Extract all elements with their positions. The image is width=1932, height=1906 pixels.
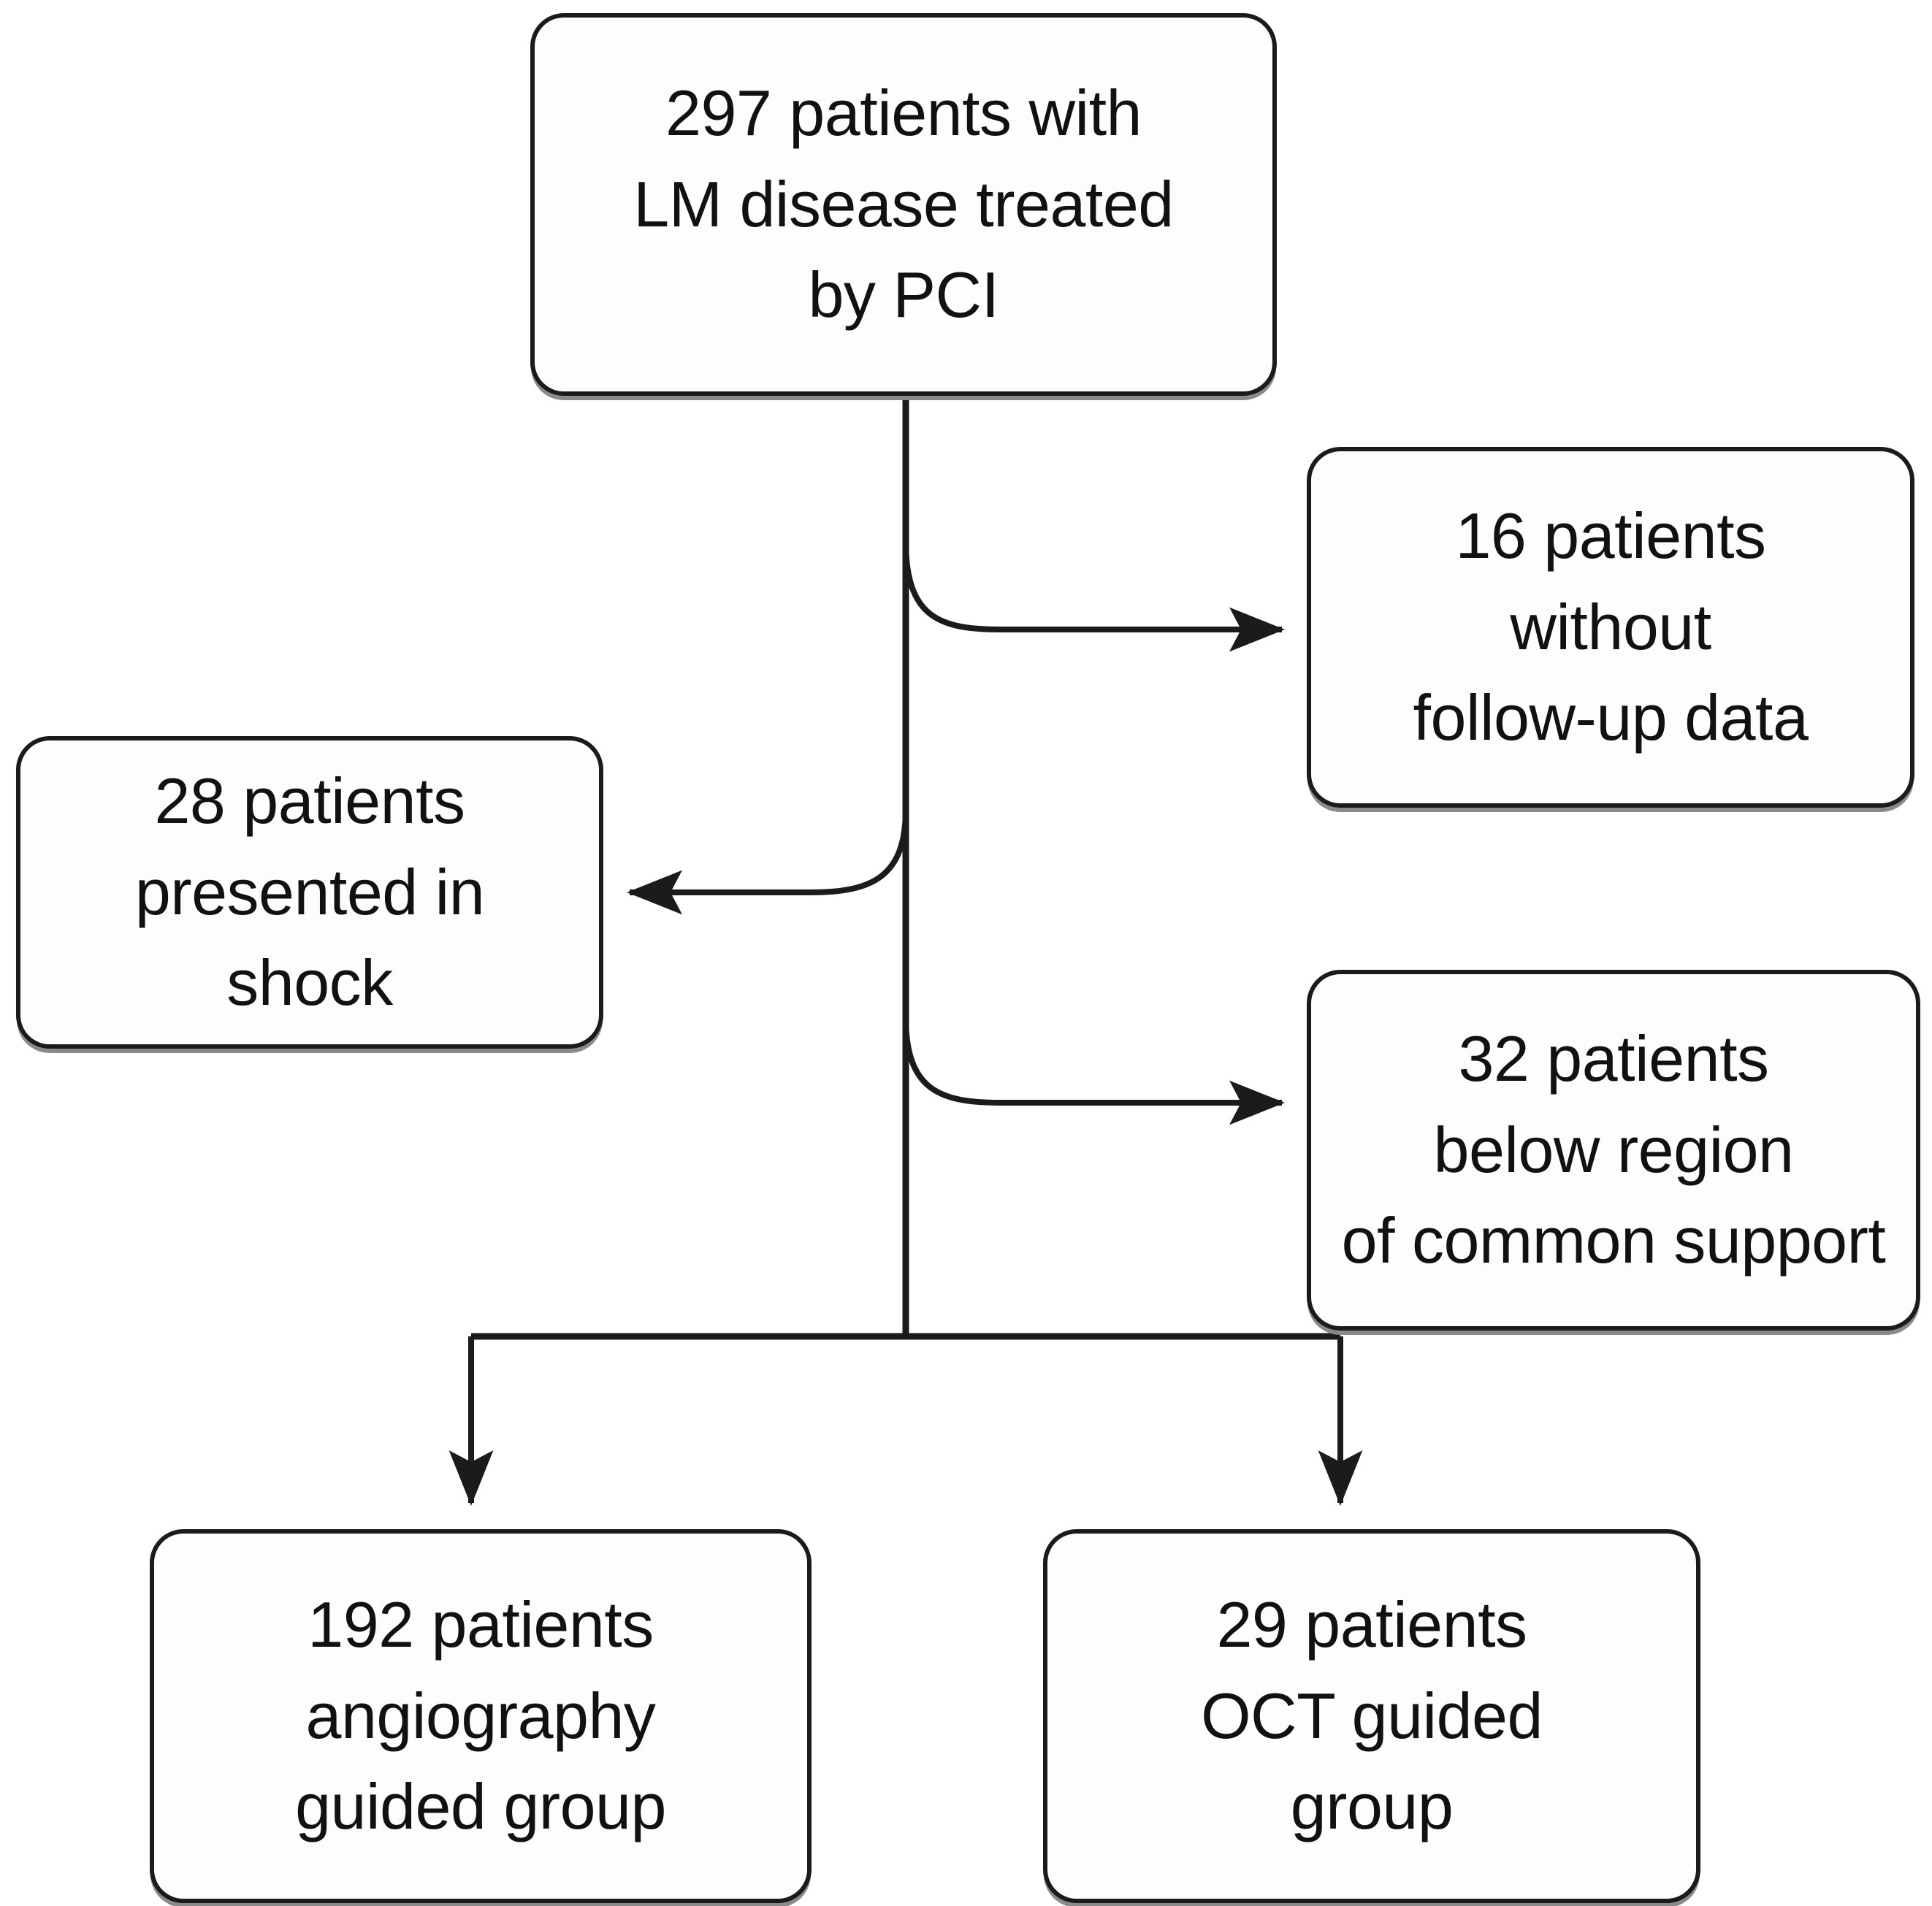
node-excluded-no-followup: 16 patients without follow-up data xyxy=(1307,447,1914,808)
node-excluded-common-support: 32 patients below region of common suppo… xyxy=(1307,970,1920,1331)
connector-to-shock xyxy=(627,808,909,915)
connector-to-no-followup xyxy=(903,540,1285,652)
node-arm-oct-guided: 29 patients OCT guided group xyxy=(1043,1529,1700,1903)
node-arm-angiography-guided: 192 patients angiography guided group xyxy=(150,1529,812,1903)
node-excluded-shock-label: 28 patients presented in shock xyxy=(134,764,485,1019)
node-excluded-common-support-label: 32 patients below region of common suppo… xyxy=(1341,1022,1886,1277)
node-source-cohort: 297 patients with LM disease treated by … xyxy=(530,13,1277,396)
node-arm-angiography-guided-label: 192 patients angiography guided group xyxy=(295,1588,666,1843)
connector-to-common-support xyxy=(903,1016,1285,1125)
node-source-cohort-label: 297 patients with LM disease treated by … xyxy=(633,76,1174,332)
node-excluded-shock: 28 patients presented in shock xyxy=(16,736,603,1049)
node-excluded-no-followup-label: 16 patients without follow-up data xyxy=(1413,499,1809,754)
node-arm-oct-guided-label: 29 patients OCT guided group xyxy=(1201,1588,1543,1843)
